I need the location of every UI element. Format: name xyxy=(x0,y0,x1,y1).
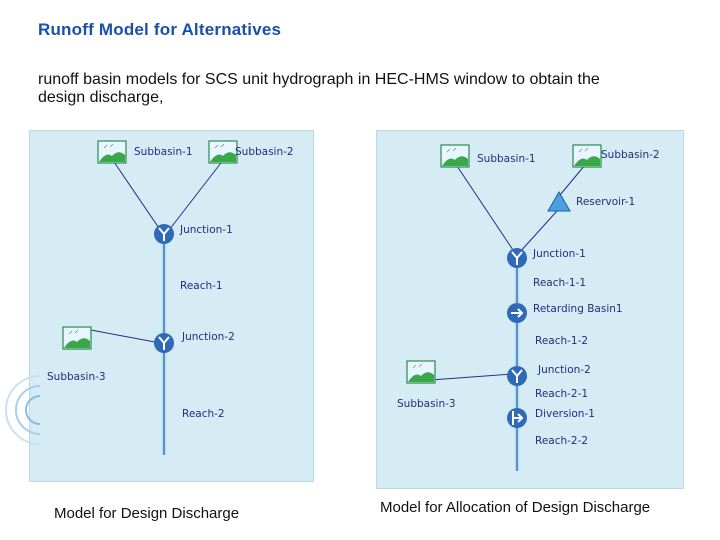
subbasin-icon[interactable] xyxy=(97,140,127,164)
label-subbasin-3: Subbasin-3 xyxy=(397,398,456,410)
reservoir-icon[interactable] xyxy=(547,191,571,212)
label-reach-1-1: Reach-1-1 xyxy=(533,277,586,289)
label-junction-1: Junction-1 xyxy=(179,224,233,236)
design-discharge-model-panel: Subbasin-1 Subbasin-2 Junction-1 Reach-1… xyxy=(29,130,314,482)
label-junction-2: Junction-2 xyxy=(181,331,235,343)
link-reservoir1-junction1 xyxy=(518,210,558,254)
allocation-model-panel: Subbasin-1 Subbasin-2 Reservoir-1 Juncti… xyxy=(376,130,684,489)
link-subbasin2-junction1 xyxy=(165,158,225,235)
junction-icon[interactable] xyxy=(154,333,174,353)
label-reach-2: Reach-2 xyxy=(182,408,225,420)
ripple-decoration xyxy=(5,375,40,445)
subbasin-icon[interactable] xyxy=(406,360,436,384)
label-diversion-1: Diversion-1 xyxy=(535,408,595,420)
subbasin-icon[interactable] xyxy=(62,326,92,350)
subbasin-icon[interactable] xyxy=(440,144,470,168)
right-diagram-caption: Model for Allocation of Design Discharge xyxy=(380,499,651,516)
link-subbasin2-reservoir1 xyxy=(559,164,586,196)
label-subbasin-2: Subbasin-2 xyxy=(235,146,294,158)
junction-icon[interactable] xyxy=(154,224,174,244)
label-subbasin-2: Subbasin-2 xyxy=(601,149,660,161)
label-junction-2: Junction-2 xyxy=(537,364,591,376)
label-reach-1: Reach-1 xyxy=(180,280,223,292)
label-reach-2-2: Reach-2-2 xyxy=(535,435,588,447)
left-diagram-caption: Model for Design Discharge xyxy=(54,505,240,522)
label-reach-1-2: Reach-1-2 xyxy=(535,335,588,347)
link-subbasin1-junction1 xyxy=(111,158,164,235)
label-subbasin-1: Subbasin-1 xyxy=(477,153,536,165)
label-subbasin-1: Subbasin-1 xyxy=(134,146,193,158)
junction-icon[interactable] xyxy=(507,248,527,268)
slide-description: runoff basin models for SCS unit hydrogr… xyxy=(38,71,600,106)
subbasin-icon[interactable] xyxy=(208,140,238,164)
label-subbasin-3: Subbasin-3 xyxy=(47,371,106,383)
link-subbasin1-junction1 xyxy=(454,162,516,254)
label-reservoir-1: Reservoir-1 xyxy=(576,196,635,208)
allocation-model-diagram: Subbasin-1 Subbasin-2 Reservoir-1 Juncti… xyxy=(397,144,660,471)
label-retarding-basin-1: Retarding Basin1 xyxy=(533,303,623,315)
slide-title: Runoff Model for Alternatives xyxy=(38,20,282,39)
junction-icon[interactable] xyxy=(507,366,527,386)
diversion-icon[interactable] xyxy=(507,408,527,428)
subbasin-icon[interactable] xyxy=(572,144,602,168)
label-reach-2-1: Reach-2-1 xyxy=(535,388,588,400)
label-junction-1: Junction-1 xyxy=(532,248,586,260)
design-discharge-model-diagram: Subbasin-1 Subbasin-2 Junction-1 Reach-1… xyxy=(47,140,294,455)
retarding-basin-icon[interactable] xyxy=(507,303,527,323)
